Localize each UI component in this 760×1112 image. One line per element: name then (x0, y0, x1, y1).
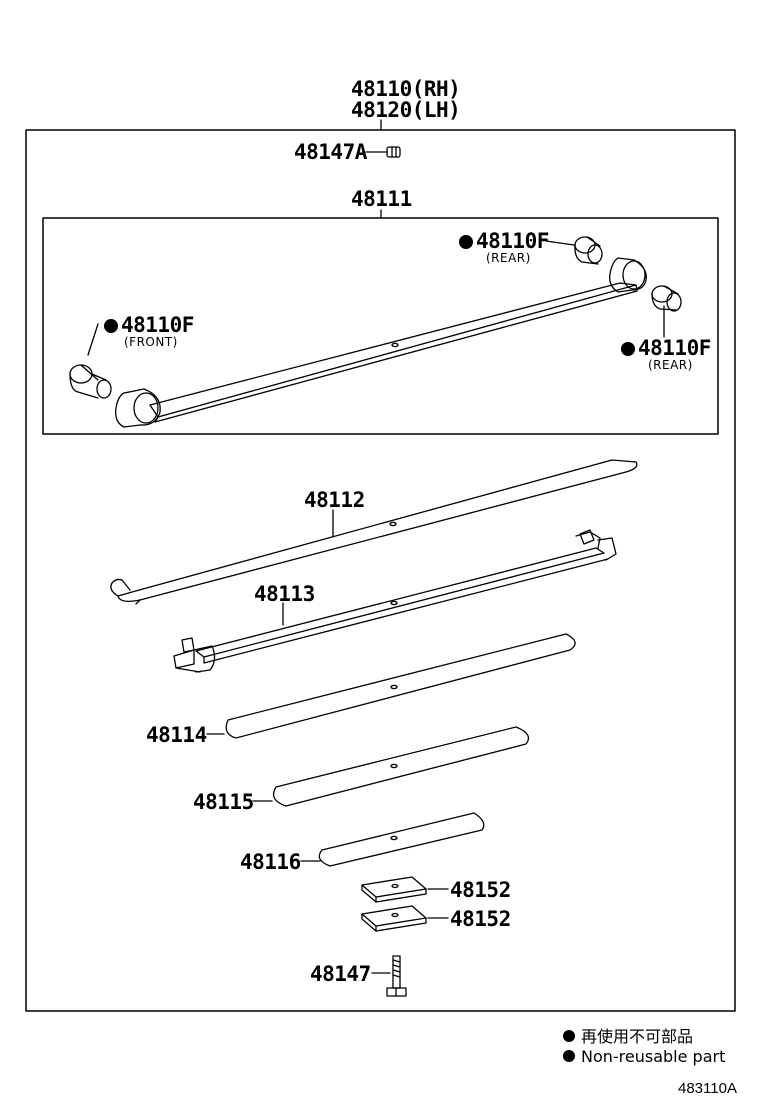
bushing-front-note: (FRONT) (124, 335, 178, 349)
leader-48110f-front (87, 323, 99, 356)
center-bolt-label: 48147 (310, 962, 371, 986)
bushing-rear-top-label: 48110F (459, 229, 549, 253)
leaf-no2 (110, 459, 638, 605)
bushing-rear-top (574, 236, 603, 265)
bushing-rear-bottom (651, 285, 682, 312)
spacer-b-label: 48152 (450, 907, 511, 931)
non-reusable-icon (104, 319, 118, 333)
spacer-a (361, 876, 427, 903)
leaf-no6 (318, 812, 485, 867)
spacer-b (361, 905, 427, 932)
leaf-no3 (195, 547, 609, 664)
leaf-no6-label: 48116 (240, 850, 301, 874)
front-eye (115, 388, 161, 428)
non-reusable-icon (621, 342, 635, 356)
bushing-rear-top-note: (REAR) (486, 251, 531, 265)
figure-code: 483110A (678, 1080, 737, 1097)
assembly-rh-label: 48110(RH) (351, 77, 461, 101)
spacer-a-label: 48152 (450, 878, 511, 902)
leaf-no3-label: 48113 (254, 582, 315, 606)
center-bolt (386, 955, 407, 997)
leaf-no2-label: 48112 (304, 488, 365, 512)
spring-no1-main-leaf (149, 282, 638, 423)
leaf-no5-label: 48115 (193, 790, 254, 814)
legend-en: Non-reusable part (563, 1046, 725, 1068)
leaf-no4-label: 48114 (146, 723, 207, 747)
bushing-front (69, 364, 112, 399)
leader-48110f-rear-top (545, 240, 575, 246)
non-reusable-icon (563, 1050, 575, 1062)
non-reusable-icon (563, 1030, 575, 1042)
legend-jp: 再使用不可部品 (563, 1026, 693, 1048)
spring-no1-label: 48111 (351, 187, 412, 211)
non-reusable-icon (459, 235, 473, 249)
rear-eye (609, 257, 647, 293)
bushing-rear-bottom-note: (REAR) (648, 358, 693, 372)
leaf-no5 (272, 726, 530, 807)
leaf-no3-rear-clip (575, 529, 617, 561)
assembly-lh-label: 48120(LH) (351, 98, 461, 122)
bushing-front-label: 48110F (104, 313, 194, 337)
clip-part (386, 146, 401, 158)
leaf-no4 (225, 633, 576, 739)
bushing-rear-bottom-label: 48110F (621, 336, 711, 360)
clip-label: 48147A (294, 140, 367, 164)
leaf-no3-front-clip (173, 637, 216, 673)
